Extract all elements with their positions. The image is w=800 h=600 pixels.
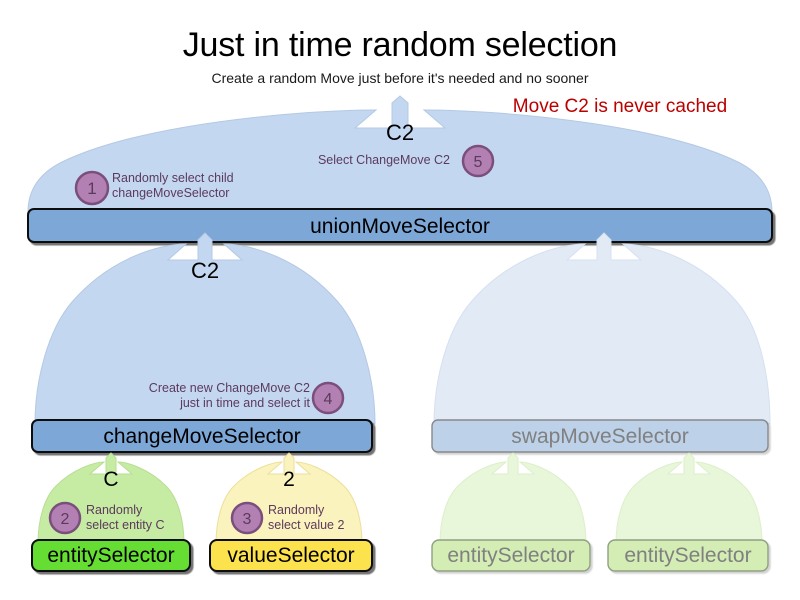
arrow-entity-right-a-up: [439, 452, 587, 545]
page-title: Just in time random selection: [182, 26, 618, 64]
flow-label-value-left: 2: [283, 468, 295, 491]
box-change-move-selector[interactable]: [31, 419, 373, 453]
box-entity-selector-right-a[interactable]: [431, 539, 591, 572]
label-swap-move-selector: swapMoveSelector: [511, 425, 689, 448]
box-union-move-selector[interactable]: [27, 208, 773, 243]
flow-label-change: C2: [190, 258, 220, 283]
step-circle-2: 2: [48, 501, 82, 535]
box-entity-selector-right-b[interactable]: [607, 539, 769, 572]
step-text-5: Select ChangeMove C2: [317, 153, 450, 167]
note-move-never-cached: Move C2 is never cached: [512, 96, 728, 117]
label-change-move-selector: changeMoveSelector: [103, 425, 301, 448]
arrow-swap-up: [433, 232, 771, 425]
label-union-move-selector: unionMoveSelector: [310, 215, 490, 238]
step-circle-5: 5: [461, 144, 495, 178]
box-swap-move-selector[interactable]: [431, 419, 769, 453]
step-text-1: Randomly select child changeMoveSelector: [112, 171, 234, 200]
flow-label-entity-left: C: [103, 468, 119, 491]
step-circle-1: 1: [74, 170, 110, 206]
arrow-union-up: [27, 95, 773, 213]
label-value-selector-left: valueSelector: [227, 544, 355, 567]
arrow-change-up: [34, 232, 376, 425]
step-text-2: Randomly select entity C: [86, 503, 165, 532]
step-text-4: Create new ChangeMove C2 just in time an…: [148, 381, 310, 410]
flow-label-union: C2: [385, 120, 415, 145]
step-circle-4: 4: [311, 381, 345, 415]
step-circle-2-number: 2: [61, 511, 70, 528]
step-circle-1-number: 1: [87, 179, 96, 198]
step-circle-4-number: 4: [324, 391, 333, 408]
label-entity-selector-right-b: entitySelector: [624, 544, 752, 567]
page-subtitle: Create a random Move just before it's ne…: [211, 70, 589, 86]
step-circle-3-number: 3: [243, 511, 252, 528]
box-entity-selector-left[interactable]: [31, 539, 191, 572]
step-text-3: Randomly select value 2: [268, 503, 345, 532]
label-entity-selector-right-a: entitySelector: [447, 544, 575, 567]
arrow-entity-right-b-up: [615, 452, 763, 545]
step-circle-3: 3: [230, 501, 264, 535]
box-value-selector-left[interactable]: [209, 539, 373, 572]
step-circle-5-number: 5: [474, 154, 483, 171]
label-entity-selector-left: entitySelector: [47, 544, 175, 567]
